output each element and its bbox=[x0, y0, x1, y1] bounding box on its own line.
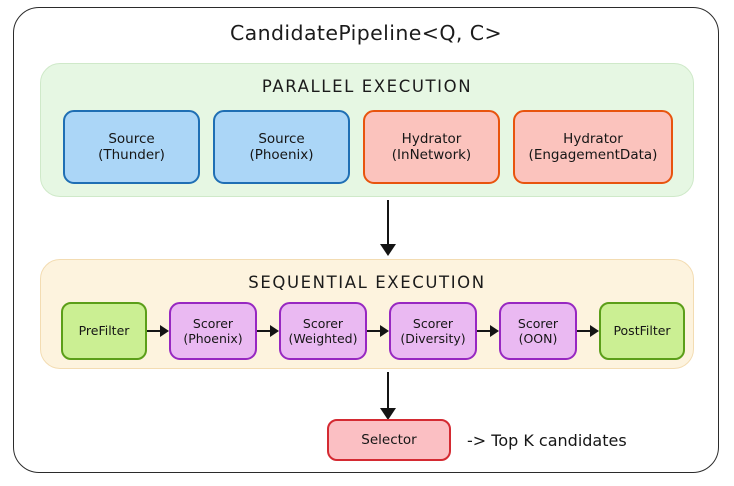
node-label-primary: Source bbox=[258, 130, 305, 147]
node-label-primary: PreFilter bbox=[78, 323, 130, 339]
node-label-primary: Hydrator bbox=[563, 130, 623, 147]
node-selector[interactable]: Selector bbox=[327, 419, 451, 461]
arrow-shaft bbox=[387, 372, 390, 408]
parallel-execution-title: PARALLEL EXECUTION bbox=[261, 77, 473, 96]
node-hydrator-innetwork[interactable]: Hydrator (InNetwork) bbox=[363, 110, 500, 184]
node-label-secondary: (Weighted) bbox=[288, 331, 358, 346]
selector-output-label: -> Top K candidates bbox=[467, 430, 627, 450]
node-scorer-oon[interactable]: Scorer (OON) bbox=[499, 302, 577, 360]
sequential-execution-title: SEQUENTIAL EXECUTION bbox=[248, 273, 486, 292]
node-label-primary: PostFilter bbox=[613, 323, 671, 339]
selector-row: Selector -> Top K candidates bbox=[327, 419, 627, 461]
node-label-secondary: (InNetwork) bbox=[391, 147, 472, 163]
node-scorer-weighted[interactable]: Scorer (Weighted) bbox=[279, 302, 367, 360]
node-scorer-phoenix[interactable]: Scorer (Phoenix) bbox=[169, 302, 257, 360]
node-postfilter[interactable]: PostFilter bbox=[599, 302, 685, 360]
node-source-thunder[interactable]: Source (Thunder) bbox=[63, 110, 200, 184]
node-label-primary: Source bbox=[108, 130, 155, 147]
arrow-head bbox=[380, 244, 396, 256]
arrow-down-icon bbox=[377, 372, 399, 420]
node-hydrator-engagementdata[interactable]: Hydrator (EngagementData) bbox=[513, 110, 673, 184]
node-label-secondary: (OON) bbox=[518, 331, 558, 346]
node-label-primary: Scorer bbox=[412, 315, 454, 331]
node-label-secondary: (Phoenix) bbox=[249, 147, 314, 163]
node-label-primary: Selector bbox=[361, 431, 417, 448]
pipeline-container: CandidatePipeline<Q, C> PARALLEL EXECUTI… bbox=[13, 7, 719, 473]
node-label-secondary: (EngagementData) bbox=[528, 147, 658, 163]
arrow-right-icon bbox=[577, 324, 599, 338]
node-prefilter[interactable]: PreFilter bbox=[61, 302, 147, 360]
page-title: CandidatePipeline<Q, C> bbox=[229, 21, 503, 45]
arrow-right-icon bbox=[367, 324, 389, 338]
node-label-primary: Scorer bbox=[517, 315, 559, 331]
arrow-head bbox=[380, 408, 396, 420]
arrow-down-icon bbox=[377, 200, 399, 256]
sequential-node-row: PreFilter Scorer (Phoenix) Scorer (Weigh… bbox=[61, 300, 685, 362]
node-label-primary: Scorer bbox=[302, 315, 344, 331]
sequential-execution-group: SEQUENTIAL EXECUTION PreFilter Scorer (P… bbox=[40, 259, 694, 369]
node-source-phoenix[interactable]: Source (Phoenix) bbox=[213, 110, 350, 184]
arrow-right-icon bbox=[257, 324, 279, 338]
node-scorer-diversity[interactable]: Scorer (Diversity) bbox=[389, 302, 477, 360]
node-label-primary: Scorer bbox=[192, 315, 234, 331]
arrow-right-icon bbox=[477, 324, 499, 338]
node-label-secondary: (Phoenix) bbox=[183, 331, 243, 346]
node-label-secondary: (Thunder) bbox=[98, 147, 165, 163]
parallel-execution-group: PARALLEL EXECUTION Source (Thunder) Sour… bbox=[40, 63, 694, 197]
arrow-shaft bbox=[387, 200, 390, 244]
node-label-primary: Hydrator bbox=[401, 130, 462, 147]
node-label-secondary: (Diversity) bbox=[400, 331, 466, 346]
parallel-node-row: Source (Thunder) Source (Phoenix) Hydrat… bbox=[63, 108, 673, 186]
arrow-right-icon bbox=[147, 324, 169, 338]
